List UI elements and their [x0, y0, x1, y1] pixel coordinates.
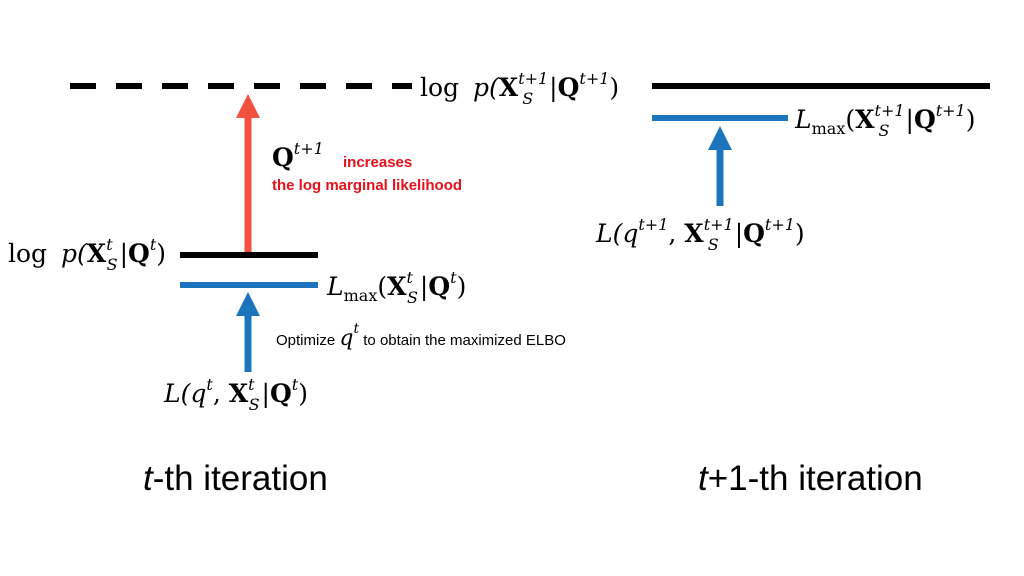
- t-optimize-arrow: [236, 292, 260, 372]
- iteration-t1-caption: t+1-th iteration: [698, 459, 923, 498]
- increase-arrow: [236, 94, 260, 252]
- increase-text-line2: the log marginal likelihood: [272, 177, 462, 194]
- increase-text-line1: increases: [343, 154, 412, 171]
- iteration-t-caption: t-th iteration: [143, 459, 328, 498]
- optimize-annotation: Optimize qt to obtain the maximized ELBO: [276, 321, 566, 351]
- t1-optimize-arrow: [708, 126, 732, 206]
- increase-q-label: Qt+1: [272, 139, 324, 172]
